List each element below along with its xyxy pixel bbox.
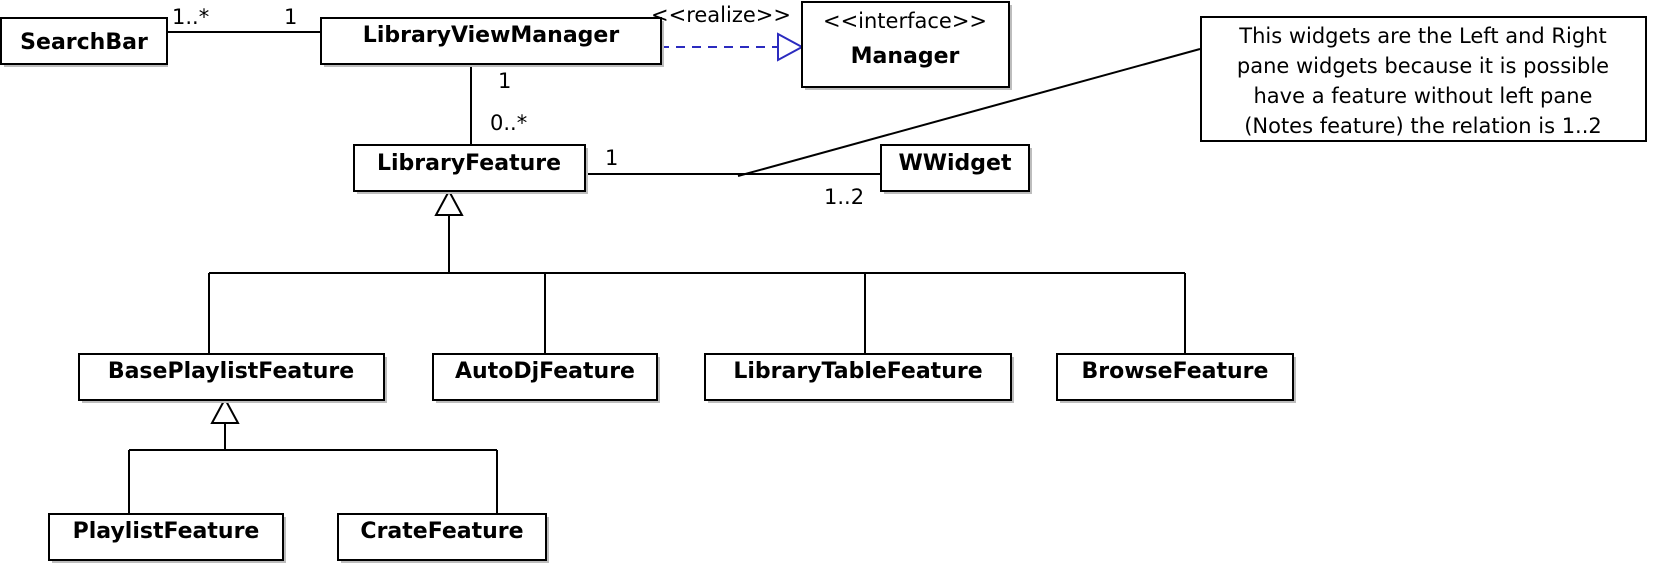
class-name: AutoDjFeature [455,359,635,384]
multiplicity-searchbar: 1..* [172,5,209,29]
class-autodjfeature: AutoDjFeature [432,353,660,403]
multiplicity-wwidget: 1..2 [824,185,864,209]
class-librarytablefeature: LibraryTableFeature [704,353,1014,403]
realize-stereotype: <<realize>> [651,3,791,27]
class-name: SearchBar [20,30,148,55]
feature-generalization-arrowhead [434,188,464,216]
class-playlistfeature: PlaylistFeature [48,513,286,563]
class-libraryviewmanager: LibraryViewManager [320,17,664,67]
note-anchor-line [737,48,1201,177]
note-box [1200,16,1647,142]
multiplicity-lvm-down: 1 [498,69,511,93]
realization-arrowhead [777,32,805,62]
connectors [128,31,1201,514]
class-cratefeature: CrateFeature [337,513,549,563]
multiplicity-feature-up: 0..* [490,111,527,135]
class-name: Manager [851,44,960,69]
class-name: LibraryViewManager [363,23,620,48]
note-line-2: pane widgets because it is possible [1237,54,1609,78]
class-name: BrowseFeature [1082,359,1269,384]
class-browsefeature: BrowseFeature [1056,353,1296,403]
note-widgets: This widgets are the Left and Right pane… [1200,16,1647,142]
class-libraryfeature: LibraryFeature [353,144,588,194]
note-line-4: (Notes feature) the relation is 1..2 [1244,114,1602,138]
class-name: CrateFeature [360,519,523,544]
multiplicity-lvm-left: 1 [284,5,297,29]
interface-stereotype: <<interface>> [823,9,987,33]
class-baseplaylistfeature: BasePlaylistFeature [78,353,387,403]
class-name: BasePlaylistFeature [108,359,354,384]
note-line-3: have a feature without left pane [1254,84,1593,108]
labels: 1..* 1 1 0..* 1 1..2 <<realize>> [172,3,864,209]
class-name: LibraryFeature [377,151,561,176]
class-name: LibraryTableFeature [733,359,982,384]
multiplicity-feature-right: 1 [605,146,618,170]
class-wwidget: WWidget [880,144,1032,194]
class-searchbar: SearchBar [0,17,168,67]
class-name: WWidget [898,151,1011,176]
note-line-1: This widgets are the Left and Right [1238,24,1606,48]
class-manager-interface: <<interface>> Manager [801,1,1012,90]
class-name: PlaylistFeature [73,519,260,544]
